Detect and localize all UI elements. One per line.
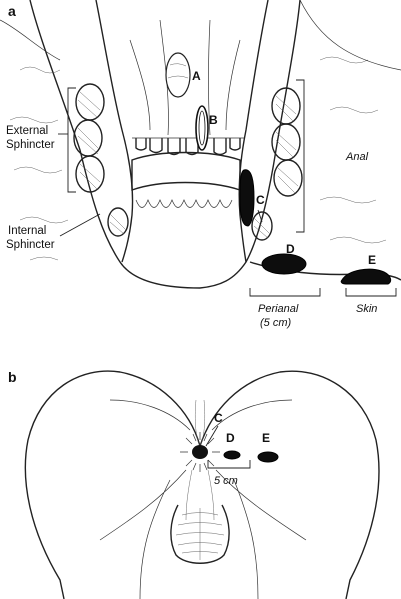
label-external-line2: Sphincter	[6, 139, 55, 151]
left-canal-wall	[95, 0, 134, 263]
marker-a: A	[192, 69, 201, 83]
right-fat-texture	[319, 56, 387, 244]
right-buttock	[199, 370, 380, 599]
perineal-folds	[175, 508, 225, 560]
left-skin-line-2	[0, 19, 61, 61]
lesion-b-d	[223, 450, 241, 460]
label-skin: Skin	[356, 303, 377, 315]
lower-canal-folds	[135, 199, 233, 208]
marker-e: E	[368, 253, 376, 267]
left-buttock	[24, 370, 201, 599]
lesion-a-shading	[167, 63, 189, 79]
cleft-lines	[185, 399, 215, 521]
anal-lumen	[131, 151, 241, 191]
dentate-line	[135, 138, 241, 156]
distance-bracket	[207, 460, 251, 469]
label-perianal-line1: Perianal	[258, 303, 299, 315]
skin-bracket	[345, 288, 397, 297]
right-canal-wall	[238, 0, 269, 263]
anus	[180, 432, 220, 472]
marker-d: D	[286, 242, 295, 256]
perianal-bracket	[249, 288, 321, 297]
left-fat-texture	[9, 66, 69, 261]
lesion-b-e	[257, 451, 279, 463]
right-outer-wall	[199, 0, 301, 289]
marker-b: B	[209, 113, 218, 127]
lesion-c	[239, 169, 255, 227]
perineal-body	[170, 504, 230, 564]
lesion-a	[165, 52, 191, 98]
lesion-d	[261, 253, 307, 275]
marker-b-d: D	[226, 431, 235, 445]
panel-b: b C D E 5 cm	[8, 369, 380, 599]
label-internal-line2: Sphincter	[6, 239, 55, 251]
lesion-b-inner	[198, 110, 206, 146]
lesion-c-leader	[257, 209, 263, 223]
internal-sphincter-leader	[59, 213, 101, 237]
left-external-sphincter	[73, 83, 129, 237]
anal-bracket-right	[296, 79, 305, 233]
distance-label: 5 cm	[214, 475, 238, 487]
left-outer-wall	[29, 0, 201, 289]
lesion-b	[195, 105, 209, 151]
marker-c: C	[256, 193, 265, 207]
right-external-sphincter	[251, 87, 303, 241]
left-buttock-contour	[99, 399, 191, 599]
marker-b-c-leader	[205, 425, 219, 447]
panel-a-letter: a	[8, 3, 16, 19]
label-external-line1: External	[6, 125, 48, 137]
panel-a: a	[0, 0, 401, 329]
label-anal: Anal	[345, 151, 369, 163]
marker-b-e: E	[262, 431, 270, 445]
lesion-e	[340, 268, 392, 285]
panel-b-letter: b	[8, 369, 17, 385]
marker-b-c: C	[214, 411, 223, 425]
label-internal-line1: Internal	[8, 225, 46, 237]
right-skin-line-2	[299, 0, 401, 71]
right-buttock-contour	[211, 399, 307, 599]
external-sphincter-bracket-left	[67, 87, 76, 193]
label-perianal-line2: (5 cm)	[260, 317, 292, 329]
